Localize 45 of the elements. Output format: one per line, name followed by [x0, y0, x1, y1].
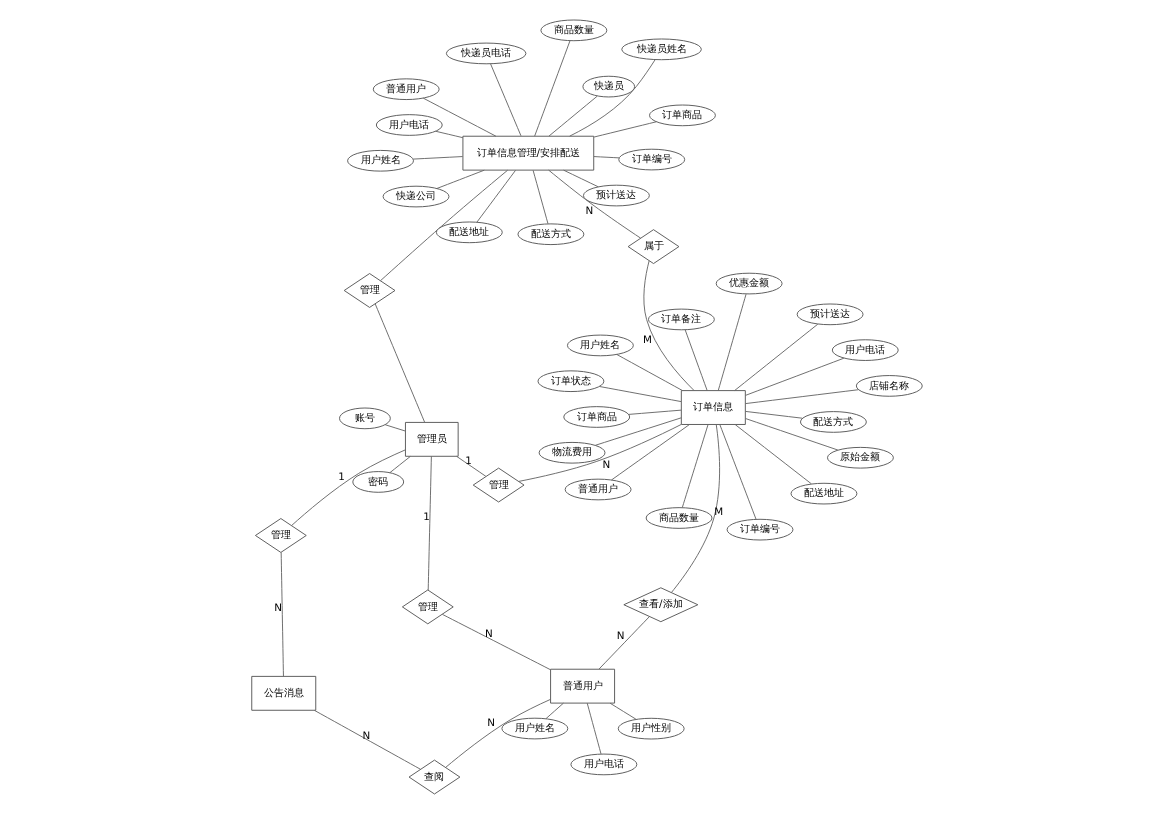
- connector: [718, 424, 756, 520]
- connector: [531, 169, 548, 225]
- connector: [592, 156, 619, 159]
- connector: [608, 702, 636, 720]
- connector: [475, 169, 515, 223]
- connector: [592, 121, 656, 138]
- connector: [733, 424, 811, 485]
- connector: [388, 455, 410, 474]
- connector: [597, 616, 649, 670]
- connector: [434, 130, 463, 139]
- connector: [627, 409, 681, 415]
- connector: [669, 424, 720, 594]
- connector: [716, 293, 746, 392]
- connector: [615, 354, 682, 392]
- connector: [598, 386, 681, 403]
- connector: [744, 418, 838, 451]
- connector: [421, 97, 496, 137]
- connector: [455, 455, 486, 477]
- connector: [426, 455, 431, 591]
- connector: [744, 410, 802, 419]
- connector: [373, 303, 425, 423]
- connector: [489, 63, 521, 137]
- connector: [610, 424, 689, 481]
- connector: [440, 613, 550, 671]
- connector: [562, 169, 598, 188]
- connector: [279, 551, 283, 677]
- connector: [744, 389, 858, 405]
- connector: [593, 417, 681, 446]
- connector: [517, 424, 681, 482]
- connector: [547, 95, 597, 137]
- connector: [585, 702, 601, 755]
- connector: [533, 40, 570, 137]
- connector: [313, 709, 421, 770]
- connector: [544, 702, 563, 720]
- connector: [744, 357, 844, 396]
- connector: [435, 169, 484, 189]
- connector: [683, 329, 707, 392]
- connector: [733, 323, 818, 391]
- connector: [383, 424, 405, 432]
- connector: [444, 698, 550, 768]
- connector: [568, 59, 655, 137]
- connector: [680, 424, 708, 508]
- connector: [547, 169, 641, 239]
- connector: [642, 260, 694, 392]
- connector: [411, 156, 463, 160]
